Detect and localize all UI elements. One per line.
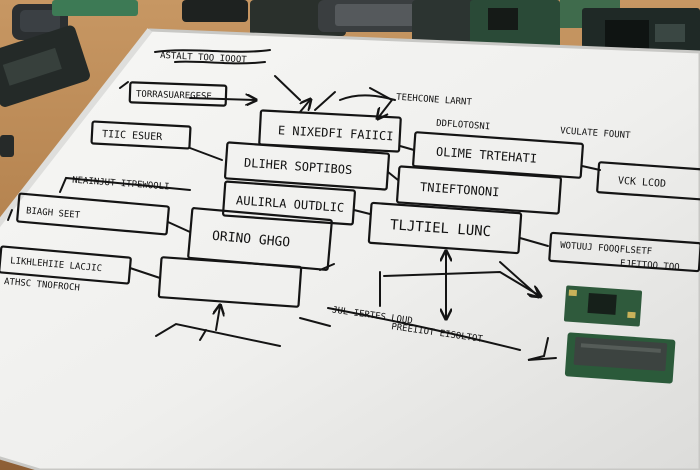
box-label-9: TORRASUAREGESE <box>136 90 212 103</box>
note-1: ASTALT TOO IOOOT <box>160 51 248 66</box>
box-label-6: TLJTIEL LUNC <box>390 217 492 240</box>
box-label-10: VCK LCOD <box>618 176 667 190</box>
diagram-connectors <box>7 94 601 361</box>
box-labels: E NIXEDFI FAIICI OLIME TRTEHATI DLIHER S… <box>102 90 667 251</box>
box-12 <box>16 192 170 236</box>
box-4 <box>395 165 563 215</box>
component-top-left <box>0 0 138 107</box>
arrow-top-1 <box>189 98 255 100</box>
component-left-edge <box>0 135 14 157</box>
note-4: VCULATE FOUNT <box>560 126 632 141</box>
box-6 <box>367 201 523 255</box>
chip-on-board-2 <box>564 332 676 384</box>
chip-on-board-1 <box>563 285 643 327</box>
arrow-top-3 <box>314 91 336 111</box>
box-1 <box>258 109 402 153</box>
note-6: BIAGH SEET <box>26 206 81 221</box>
box-8 <box>90 120 192 150</box>
box-14 <box>0 245 132 285</box>
box-label-8: TIIC ESUER <box>102 129 164 143</box>
box-9 <box>128 81 228 107</box>
box-5 <box>222 180 356 226</box>
box-label-7: ORINO GHGO <box>211 229 290 251</box>
box-10 <box>596 161 700 201</box>
box-label-4: TNIEFTONONI <box>420 180 500 200</box>
arrow-top-5 <box>119 81 129 89</box>
box-label-1: E NIXEDFI FAIICI <box>278 123 394 143</box>
board-frame-edge <box>0 28 153 228</box>
arrow-top-2 <box>299 100 310 113</box>
note-3: DDFLOTOSNI <box>436 119 491 133</box>
note-12: EJETTOO TOO <box>620 259 680 273</box>
scribble-top <box>154 49 301 101</box>
